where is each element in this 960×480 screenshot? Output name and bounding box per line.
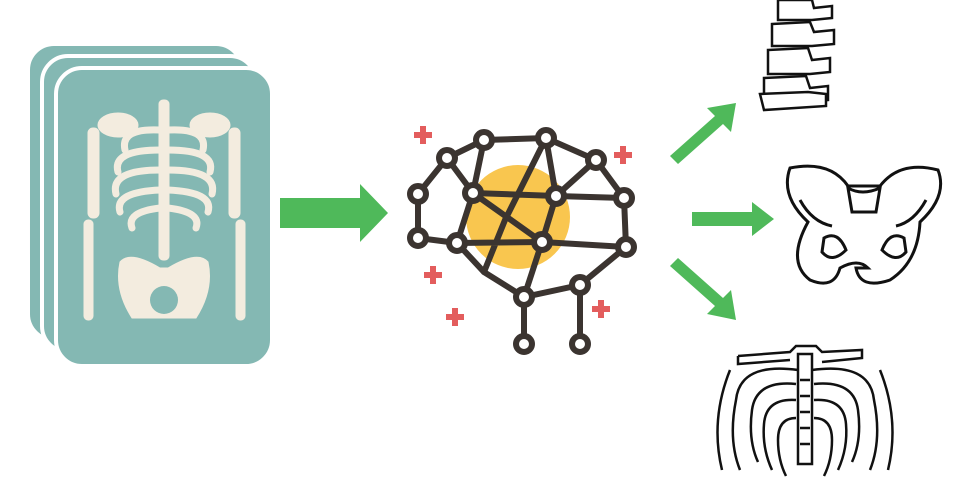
- arrow-right-icon: [692, 202, 774, 236]
- skeleton-icon: [83, 99, 246, 321]
- neural-network-brain-icon: [407, 126, 637, 355]
- arrow-right-icon: [280, 184, 388, 242]
- pelvis-icon: [785, 164, 943, 285]
- arrow-up-right-icon: [670, 103, 736, 164]
- arrow-down-right-icon: [670, 258, 736, 320]
- rib-cage-icon: [716, 344, 894, 477]
- branch-arrows: [670, 103, 774, 320]
- xray-cards-icon: [26, 42, 274, 368]
- sparkle-icons: [414, 126, 632, 326]
- spine-icon: [758, 0, 836, 112]
